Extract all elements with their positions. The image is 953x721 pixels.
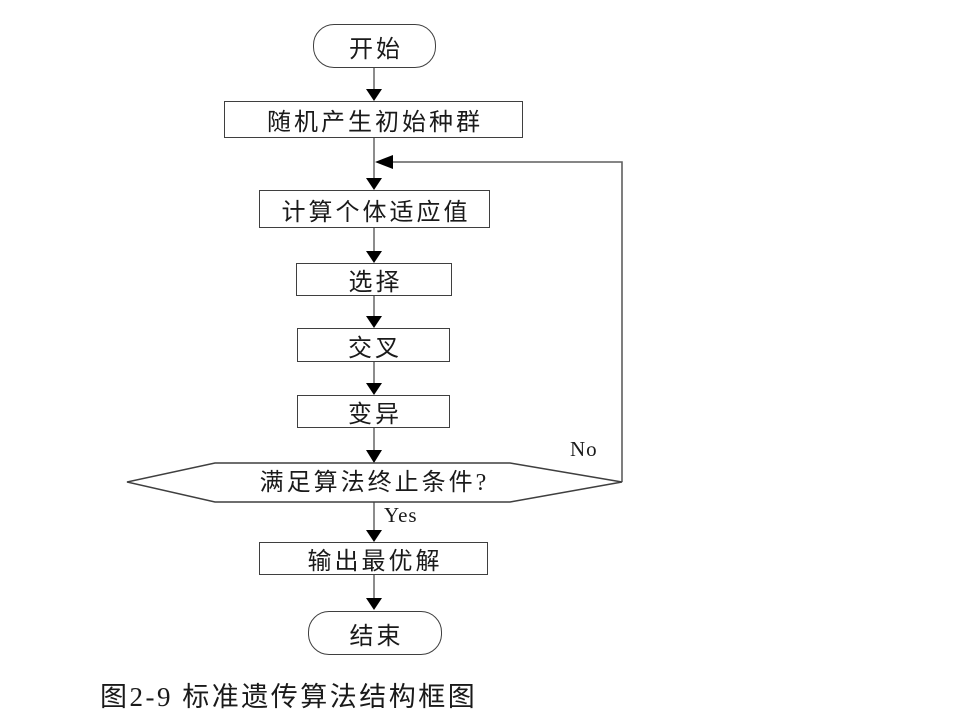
node-compute-fitness: 计算个体适应值 — [259, 190, 490, 228]
edge-no-loop — [392, 161, 623, 482]
decision-hexagon-shape — [126, 462, 623, 503]
arrowhead-icon — [366, 383, 382, 395]
node-termination-decision: 满足算法终止条件? — [259, 470, 490, 496]
node-init-population: 随机产生初始种群 — [224, 101, 523, 138]
arrowhead-left-icon — [375, 155, 393, 169]
arrowhead-icon — [366, 178, 382, 190]
figure-caption: 图2-9 标准遗传算法结构框图 — [100, 682, 478, 712]
edge-label-no: No — [570, 437, 598, 461]
edge-label-yes: Yes — [384, 503, 418, 527]
arrowhead-icon — [366, 450, 382, 463]
arrowhead-icon — [366, 316, 382, 328]
arrowhead-icon — [366, 530, 382, 542]
node-selection: 选择 — [296, 263, 452, 296]
arrowhead-icon — [366, 89, 382, 101]
node-mutation: 变异 — [297, 395, 450, 428]
node-output-best: 输出最优解 — [259, 542, 488, 575]
arrowhead-icon — [366, 251, 382, 263]
node-crossover: 交叉 — [297, 328, 450, 362]
node-end: 结束 — [308, 611, 442, 655]
node-start: 开始 — [313, 24, 436, 68]
arrowhead-icon — [366, 598, 382, 610]
